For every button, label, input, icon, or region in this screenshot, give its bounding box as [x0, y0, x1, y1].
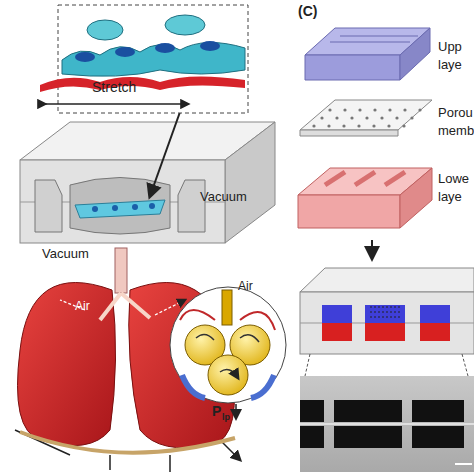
- stretch-inset: [40, 5, 248, 113]
- panel-letter: (C): [298, 4, 317, 18]
- pressure-arrow: [235, 404, 237, 418]
- exploded-layers: [298, 28, 432, 258]
- micrograph: [300, 376, 474, 472]
- layer-label: memb: [438, 124, 474, 137]
- vacuum-label: Vacuum: [42, 247, 89, 260]
- layer-label: Lowe: [438, 172, 469, 185]
- assembled-chip: [300, 268, 474, 376]
- air-label: Air: [75, 300, 90, 312]
- stretch-label: Stretch: [92, 80, 136, 94]
- layer-label: Upp: [438, 40, 462, 53]
- layer-label: laye: [438, 58, 462, 71]
- air-label: Air: [238, 280, 253, 292]
- layer-label: Porou: [438, 106, 473, 119]
- vacuum-label: Vacuum: [200, 190, 247, 203]
- pressure-symbol: P: [212, 404, 221, 418]
- alveoli-inset: [170, 287, 286, 403]
- pressure-subscript: lp: [222, 413, 230, 422]
- stretch-chip: [20, 112, 275, 243]
- layer-label: laye: [438, 190, 462, 203]
- lung-illustration: [15, 248, 240, 472]
